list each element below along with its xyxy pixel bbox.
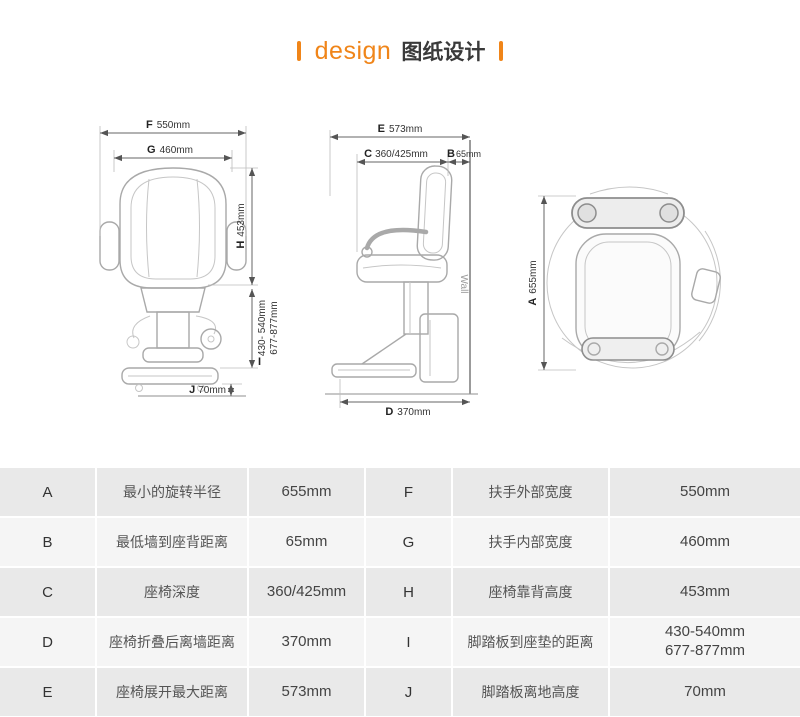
- front-armrest-left: [99, 221, 120, 271]
- front-chair-outline: [99, 167, 247, 397]
- dim-I-value-2: 677-877mm: [269, 301, 280, 354]
- top-footrest: [691, 268, 721, 304]
- table-value-I: 430-540mm 677-877mm: [610, 618, 800, 666]
- top-view-drawing: A655mm: [527, 186, 721, 371]
- title-bar-right-icon: [499, 41, 504, 61]
- table-value-F: 550mm: [610, 468, 800, 516]
- table-letter-B: B: [0, 518, 95, 566]
- dim-B-label: B65mm: [447, 148, 481, 160]
- dim-I-value-1: 430- 540mm: [257, 300, 268, 356]
- spec-table: A 最小的旋转半径 655mm F 扶手外部宽度 550mm B 最低墙到座背距…: [0, 468, 800, 716]
- side-chair-outline: [325, 165, 478, 395]
- dim-H-label: H453mm: [235, 203, 247, 248]
- table-label-C: 座椅深度: [97, 568, 247, 616]
- table-label-H: 座椅靠背高度: [453, 568, 608, 616]
- page-header: design 图纸设计: [0, 0, 800, 76]
- table-letter-F: F: [366, 468, 451, 516]
- dim-A: A655mm: [527, 195, 576, 371]
- table-value-A: 655mm: [249, 468, 364, 516]
- table-letter-H: H: [366, 568, 451, 616]
- table-label-G: 扶手内部宽度: [453, 518, 608, 566]
- table-label-I: 脚踏板到座垫的距离: [453, 618, 608, 666]
- table-letter-E: E: [0, 668, 95, 716]
- table-value-D: 370mm: [249, 618, 364, 666]
- front-armrest-right: [226, 221, 247, 271]
- side-armrest: [364, 227, 429, 251]
- table-value-J: 70mm: [610, 668, 800, 716]
- table-value-H: 453mm: [610, 568, 800, 616]
- table-label-F: 扶手外部宽度: [453, 468, 608, 516]
- title-bar-left-icon: [296, 41, 301, 61]
- table-letter-I: I: [366, 618, 451, 666]
- side-rail-unit: [419, 313, 459, 383]
- dim-B: B65mm: [447, 148, 481, 166]
- front-footplate: [121, 367, 219, 385]
- table-letter-G: G: [366, 518, 451, 566]
- table-value-G: 460mm: [610, 518, 800, 566]
- dim-A-label: A655mm: [527, 260, 539, 305]
- table-letter-D: D: [0, 618, 95, 666]
- top-seat: [575, 233, 681, 361]
- top-backrest: [571, 186, 685, 229]
- table-letter-J: J: [366, 668, 451, 716]
- table-label-J: 脚踏板离地高度: [453, 668, 608, 716]
- table-value-E: 573mm: [249, 668, 364, 716]
- table-value-I-line1: 430-540mm: [664, 623, 746, 641]
- table-value-I-line2: 677-877mm: [664, 642, 746, 659]
- table-letter-A: A: [0, 468, 95, 516]
- table-label-B: 最低墙到座背距离: [97, 518, 247, 566]
- wall-label: Wall: [458, 274, 469, 293]
- side-footplate: [331, 363, 417, 378]
- side-seat: [356, 254, 448, 283]
- page-title-en: design: [314, 36, 392, 65]
- dim-I-letter: I: [258, 356, 261, 368]
- table-value-B: 65mm: [249, 518, 364, 566]
- dim-I: 430- 540mm 677-877mm I: [220, 289, 280, 369]
- table-letter-C: C: [0, 568, 95, 616]
- dim-H: H453mm: [208, 167, 258, 286]
- table-label-E: 座椅展开最大距离: [97, 668, 247, 716]
- table-label-D: 座椅折叠后离墙距离: [97, 618, 247, 666]
- table-value-C: 360/425mm: [249, 568, 364, 616]
- page-title-zh: 图纸设计: [401, 41, 486, 64]
- table-label-A: 最小的旋转半径: [97, 468, 247, 516]
